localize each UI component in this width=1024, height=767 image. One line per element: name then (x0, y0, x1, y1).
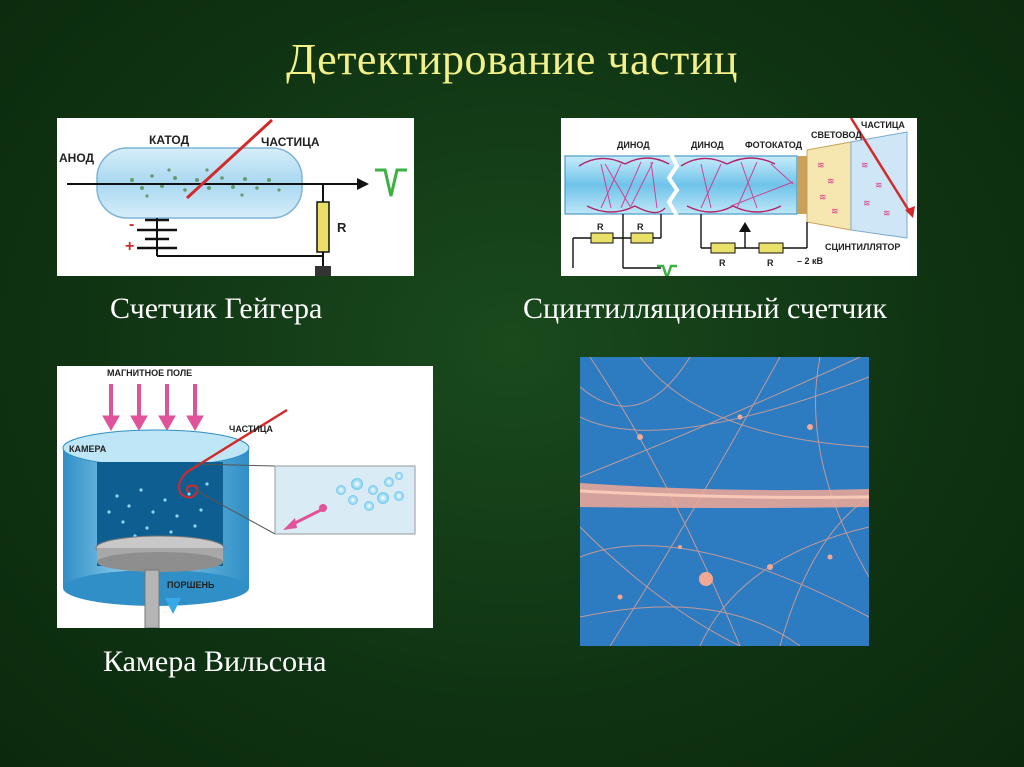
anode-label: АНОД (59, 151, 95, 165)
camera-label: КАМЕРА (69, 444, 107, 454)
svg-text:≋: ≋ (861, 160, 869, 170)
photomultiplier-tube (564, 155, 798, 215)
svg-text:≋: ≋ (831, 206, 839, 216)
bubble-chamber-photo (580, 357, 869, 646)
ionization-speckles (130, 168, 281, 198)
zoom-inset (274, 465, 416, 535)
piston-rod (144, 569, 160, 628)
resistor-label-4: R (767, 258, 774, 268)
down-arrow-icon (165, 598, 181, 614)
svg-text:≋: ≋ (863, 198, 871, 208)
particle-track (185, 118, 274, 200)
voltage-label: – 2 кВ (797, 256, 824, 266)
slide-title: Детектирование частиц (286, 35, 738, 84)
resistor-label-2: R (637, 222, 644, 232)
caption-wilson: Камера Вильсона (103, 645, 327, 678)
svg-text:≋: ≋ (883, 208, 891, 218)
geiger-counter-diagram: АНОД КАТОД ЧАСТИЦА R - + (57, 118, 414, 276)
field-label: МАГНИТНОЕ ПОЛЕ (107, 368, 192, 378)
particle-track (849, 118, 913, 215)
resistor (316, 201, 330, 253)
cloud-chamber-diagram: МАГНИТНОЕ ПОЛЕ ЧАСТИЦА КАМЕРА ПОРШЕНЬ (57, 366, 433, 628)
piston-label: ПОРШЕНЬ (167, 580, 215, 590)
particle-label: ЧАСТИЦА (861, 120, 905, 130)
svg-text:≋: ≋ (827, 176, 835, 186)
particle-track (186, 408, 288, 474)
light-guide (806, 141, 852, 231)
lightguide-label: СВЕТОВОД (811, 130, 862, 140)
resistor-label: R (337, 220, 347, 235)
minus-label: - (129, 216, 134, 233)
spiral-track (178, 471, 199, 499)
svg-text:≋: ≋ (819, 192, 827, 202)
particle-label: ЧАСТИЦА (261, 135, 320, 149)
caption-geiger: Счетчик Гейгера (110, 292, 323, 325)
svg-text:≋: ≋ (817, 160, 825, 170)
svg-text:≋: ≋ (875, 180, 883, 190)
photocathode (797, 156, 807, 214)
caption-scintillation: Сцинтилляционный счетчик (523, 292, 887, 325)
up-arrow-icon (739, 222, 751, 232)
pulse-icon (375, 168, 407, 197)
dynode-label-1: ДИНОД (617, 140, 650, 150)
scintillation-counter-diagram: ≋≋≋ ≋≋≋ ≋≋ ДИНОД ДИНОД ФОТОКАТОД СВЕТОВО… (561, 118, 917, 276)
pulse-icon (657, 264, 677, 276)
dynode-label-2: ДИНОД (691, 140, 724, 150)
particle-label: ЧАСТИЦА (229, 424, 273, 434)
scintillator (850, 131, 908, 239)
photocathode-label: ФОТОКАТОД (745, 140, 803, 150)
signal-arrow-icon (357, 178, 369, 190)
scintillator-label: СЦИНТИЛЛЯТОР (825, 242, 900, 252)
resistor-label-1: R (597, 222, 604, 232)
resistor-label-3: R (719, 258, 726, 268)
cathode-label: КАТОД (149, 133, 190, 147)
plus-label: + (125, 238, 134, 255)
